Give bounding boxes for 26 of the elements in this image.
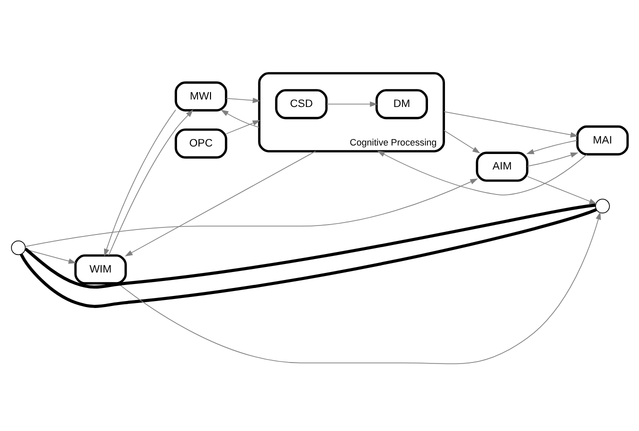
arrow xyxy=(118,212,601,364)
node-box: MAI xyxy=(576,125,629,156)
arrow xyxy=(377,150,588,196)
node-circle xyxy=(595,198,610,214)
connector xyxy=(20,208,597,308)
arrow xyxy=(104,109,176,257)
connector xyxy=(24,204,596,289)
node-box: OPC xyxy=(174,128,228,159)
arrow xyxy=(24,178,478,247)
node-box: DM xyxy=(375,89,428,120)
arrow xyxy=(326,101,378,107)
arrow xyxy=(220,110,260,128)
node-box: WIM xyxy=(74,254,127,284)
arrow xyxy=(443,130,480,154)
node-box: AIM xyxy=(476,152,528,182)
arrow xyxy=(526,176,597,204)
arrow xyxy=(226,98,260,104)
arrow xyxy=(124,150,316,256)
arrow xyxy=(108,109,194,256)
node-circle xyxy=(11,240,26,256)
arrow xyxy=(526,140,578,154)
arrow xyxy=(526,152,578,167)
arrow xyxy=(226,120,260,134)
arrow xyxy=(443,111,578,138)
node-box: CSD xyxy=(275,89,328,120)
node-box: MWI xyxy=(174,81,228,112)
